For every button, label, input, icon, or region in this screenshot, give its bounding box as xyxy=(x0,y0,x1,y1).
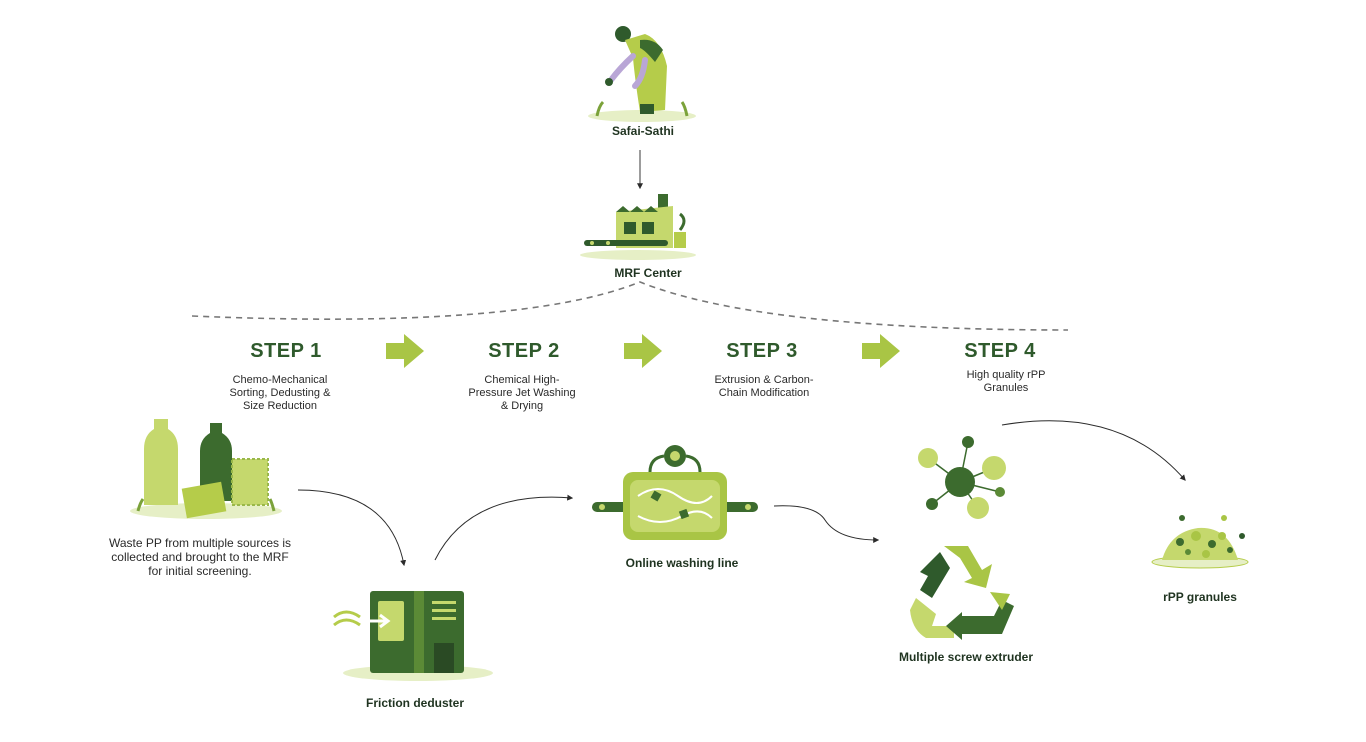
bottles-to-deduster-arrow xyxy=(297,489,407,567)
worker-icon xyxy=(585,20,700,125)
multiple-screw-extruder-label: Multiple screw extruder xyxy=(898,650,1034,664)
step-4-title: STEP 4 xyxy=(964,340,1036,362)
step-1-description: Chemo-Mechanical Sorting, Dedusting & Si… xyxy=(229,374,331,412)
step-4-description: High quality rPP Granules xyxy=(966,369,1046,394)
step-arrow-icon xyxy=(862,334,900,368)
step-arrow-icon xyxy=(624,334,662,368)
molecule-to-granules-arrow xyxy=(1001,420,1186,481)
branch-dashed-line xyxy=(191,281,1069,331)
factory-icon xyxy=(578,192,698,262)
waste-note: Waste PP from multiple sources is collec… xyxy=(108,536,292,578)
bottles-icon xyxy=(128,415,283,525)
step-3-description: Extrusion & Carbon- Chain Modification xyxy=(714,374,814,399)
mrf-center-label: MRF Center xyxy=(614,266,682,280)
step-3-title: STEP 3 xyxy=(726,340,798,362)
washer-to-extruder-arrow xyxy=(773,505,880,543)
step-2-description: Chemical High- Pressure Jet Washing & Dr… xyxy=(468,374,576,412)
safai-sathi-label: Safai-Sathi xyxy=(611,124,675,138)
friction-deduster-label: Friction deduster xyxy=(365,696,465,710)
molecule-icon xyxy=(912,434,1012,524)
granules-icon xyxy=(1150,510,1250,570)
step-arrow-icon xyxy=(386,334,424,368)
deduster-to-washer-arrow xyxy=(434,494,574,561)
step-2-title: STEP 2 xyxy=(488,340,560,362)
deduster-machine-icon xyxy=(330,585,495,685)
online-washing-line-label: Online washing line xyxy=(625,556,739,570)
step-1-title: STEP 1 xyxy=(250,340,322,362)
rpp-granules-label: rPP granules xyxy=(1163,590,1237,604)
washing-machine-icon xyxy=(590,436,760,546)
recycle-icon xyxy=(906,540,1016,640)
